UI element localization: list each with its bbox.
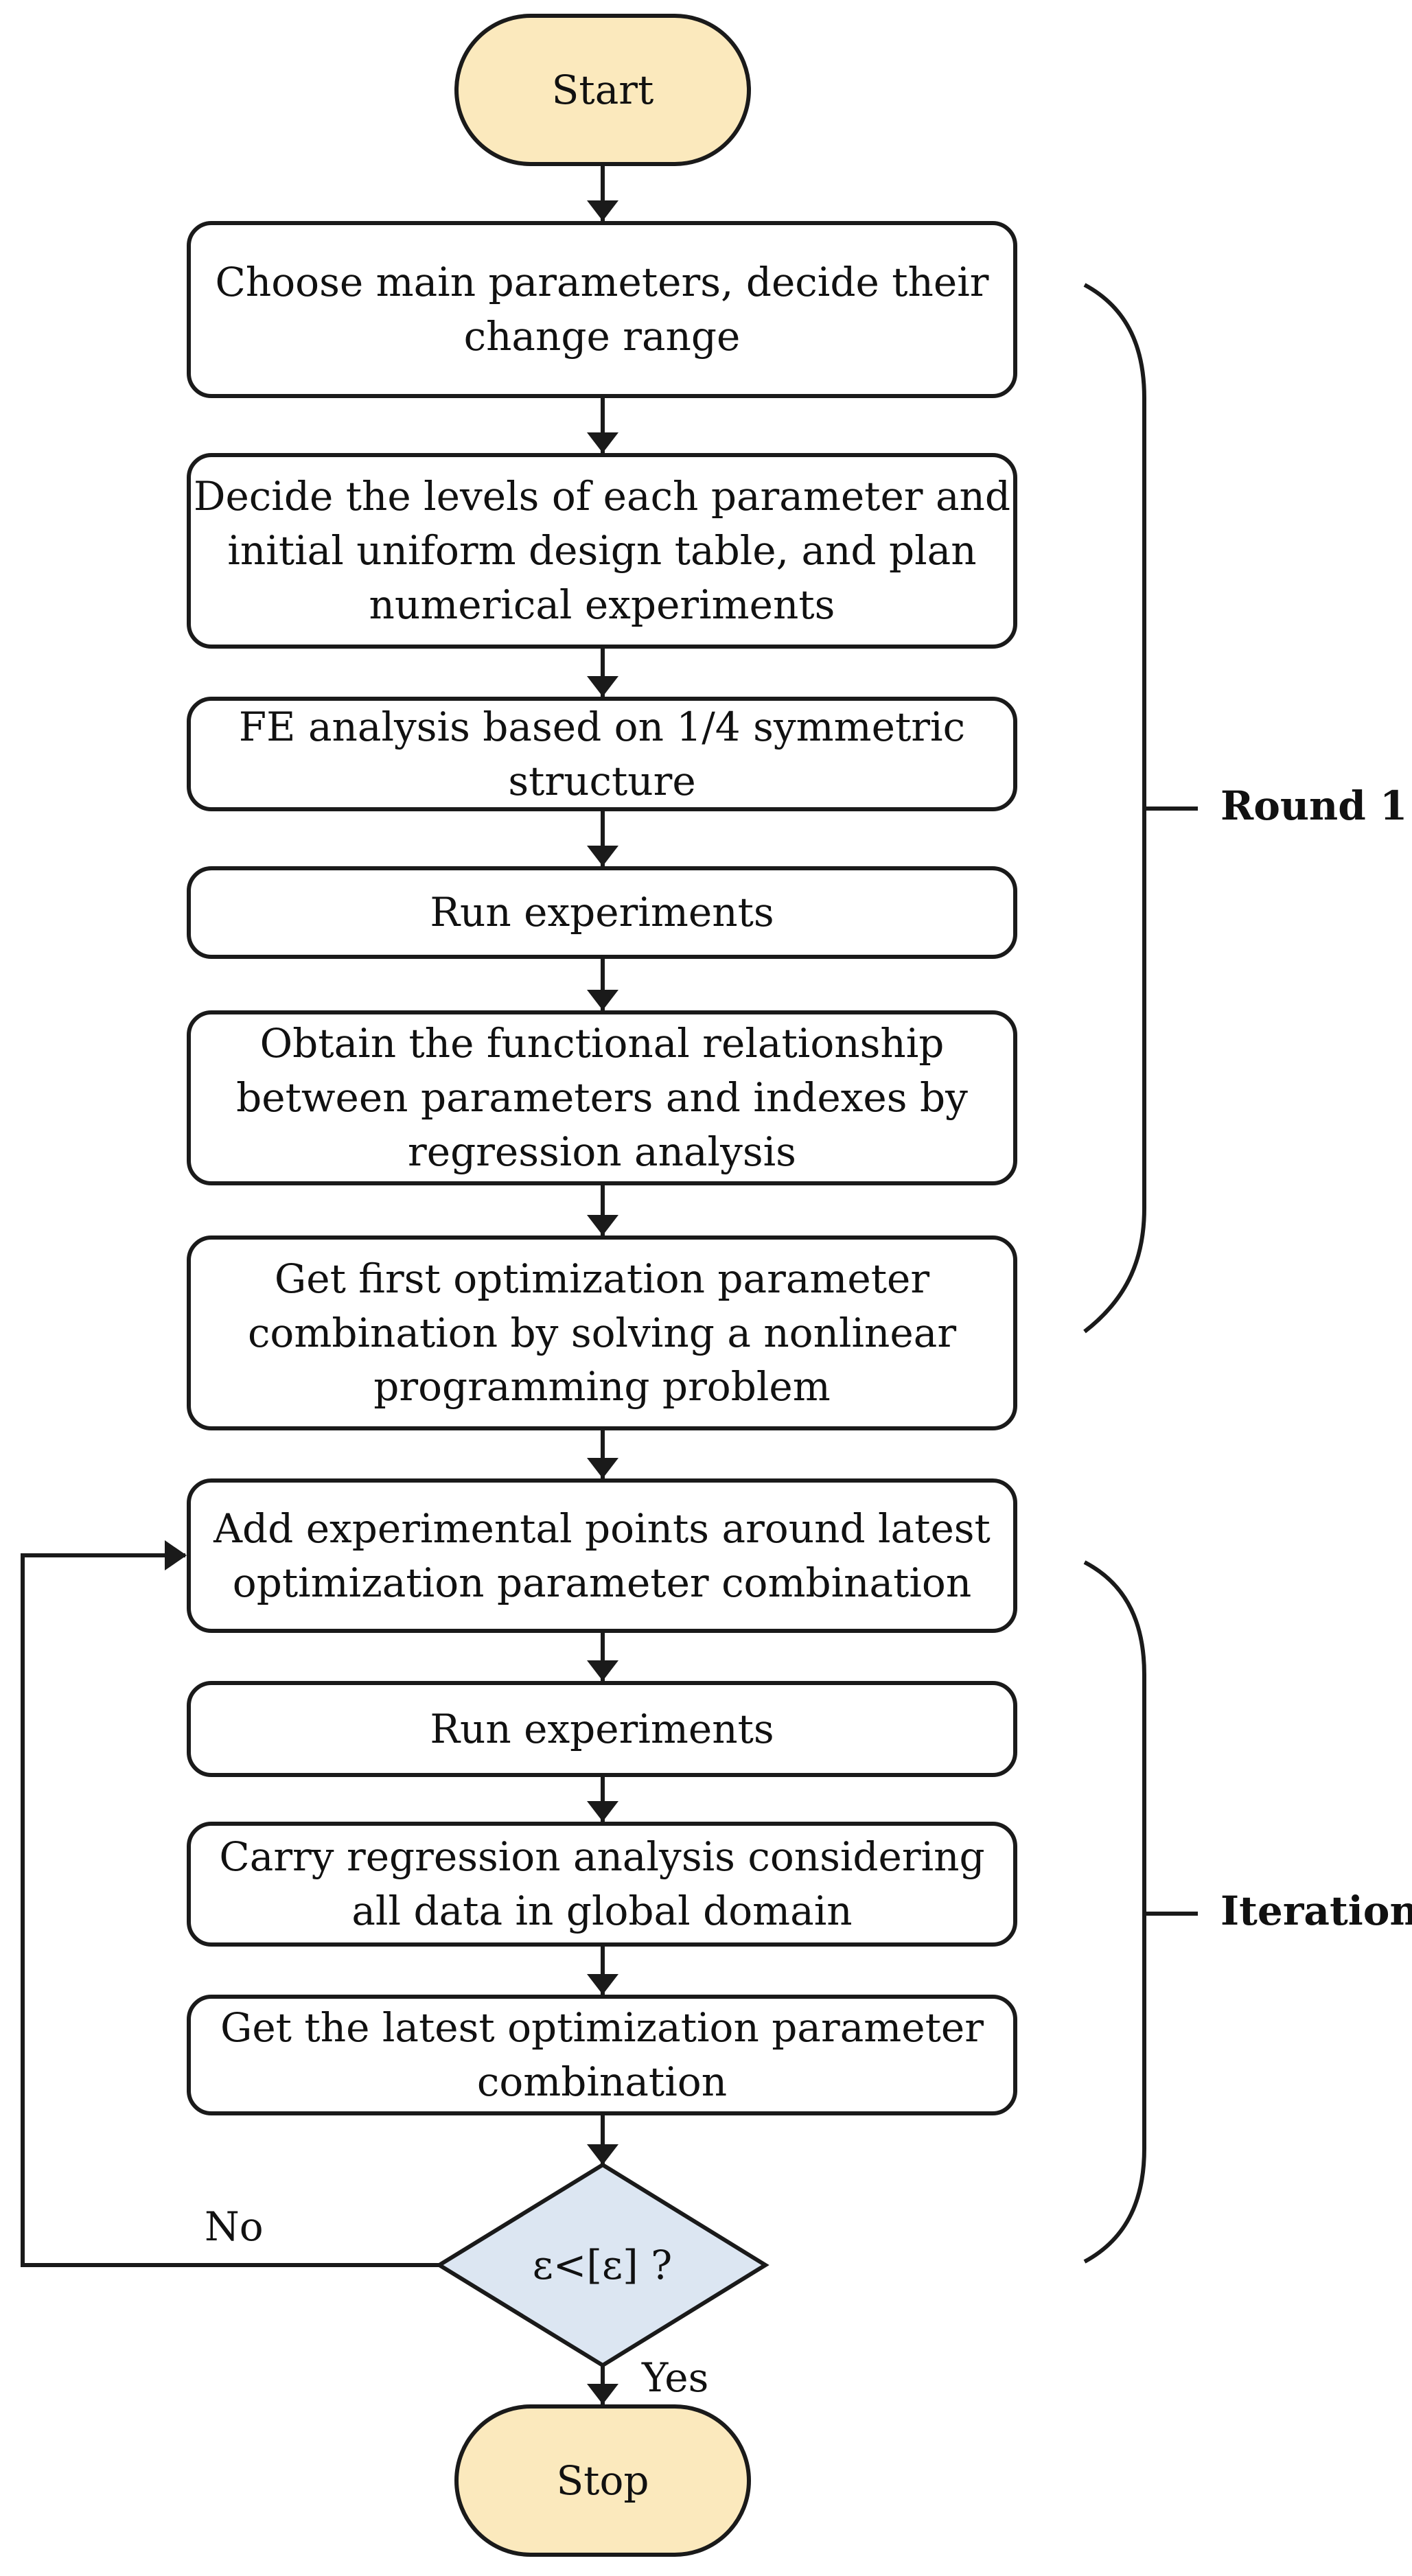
arrowhead	[587, 1458, 618, 1478]
no-branch-label: No	[205, 2203, 264, 2250]
step-text-line: Obtain the functional relationship	[259, 1020, 945, 1067]
yes-branch-label: Yes	[642, 2354, 709, 2401]
round1-bracket	[1083, 283, 1146, 1334]
step-text-line: combination by solving a nonlinear	[247, 1309, 957, 1356]
step-text-line: Get first optimization parameter	[274, 1255, 930, 1302]
decision-label: ε<[ε] ?	[532, 2242, 673, 2288]
step-text-line: between parameters and indexes by	[236, 1074, 968, 1122]
step-text-line: all data in global domain	[351, 1888, 853, 1934]
step-run-experiments-1: Run experiments	[187, 866, 1017, 959]
step-text-line: combination	[476, 2058, 728, 2105]
stop-label: Stop	[556, 2457, 649, 2504]
step-first-optimization: Get first optimization parameter combina…	[187, 1235, 1017, 1430]
step-text-line: initial uniform design table, and plan	[227, 527, 977, 575]
step-regression-global: Carry regression analysis considering al…	[187, 1822, 1017, 1947]
decision-diamond	[435, 2162, 769, 2368]
step-fe-analysis: FE analysis based on 1/4 symmetric struc…	[187, 697, 1017, 811]
step-text-line: optimization parameter combination	[232, 1559, 972, 1606]
arrowhead	[587, 846, 618, 866]
step-add-points: Add experimental points around latest op…	[187, 1478, 1017, 1633]
arrowhead	[587, 1801, 618, 1822]
step-text-line: Add experimental points around latest	[213, 1505, 991, 1552]
arrowhead	[587, 200, 618, 221]
step-text-line: Get the latest optimization parameter	[220, 2004, 984, 2052]
arrowhead	[587, 432, 618, 453]
arrowhead	[587, 990, 618, 1010]
no-feedback-line	[21, 1553, 439, 2267]
arrowhead	[587, 676, 618, 697]
step-obtain-relationship: Obtain the functional relationship betwe…	[187, 1010, 1017, 1185]
step-decide-levels: Decide the levels of each parameter and …	[187, 453, 1017, 649]
iteration-label: Iteration	[1220, 1888, 1412, 1934]
step-text-line: Run experiments	[430, 889, 774, 936]
step-text-line: Carry regression analysis considering	[219, 1833, 985, 1881]
round1-label: Round 1	[1220, 782, 1408, 829]
arrowhead	[587, 1215, 618, 1235]
arrowhead	[587, 1974, 618, 1995]
stop-terminal: Stop	[454, 2404, 751, 2557]
start-label: Start	[551, 66, 654, 113]
step-text-line: Choose main parameters, decide their	[215, 259, 989, 306]
arrowhead	[587, 1660, 618, 1681]
step-text-line: Decide the levels of each parameter and	[193, 473, 1011, 520]
arrowhead	[587, 2144, 618, 2165]
iteration-bracket	[1083, 1560, 1146, 2264]
step-text-line: FE analysis based on 1/4 symmetric	[238, 703, 966, 750]
step-text-line: numerical experiments	[369, 581, 835, 628]
step-text-line: structure	[508, 757, 696, 804]
step-latest-optimization: Get the latest optimization parameter co…	[187, 1995, 1017, 2115]
step-text-line: change range	[463, 313, 741, 360]
step-run-experiments-2: Run experiments	[187, 1681, 1017, 1777]
step-text-line: regression analysis	[408, 1128, 796, 1175]
arrowhead	[165, 1540, 187, 1570]
step-text-line: Run experiments	[430, 1705, 774, 1752]
start-terminal: Start	[454, 14, 751, 166]
step-choose-parameters: Choose main parameters, decide their cha…	[187, 221, 1017, 398]
step-text-line: programming problem	[373, 1363, 831, 1411]
arrowhead	[587, 2384, 618, 2404]
